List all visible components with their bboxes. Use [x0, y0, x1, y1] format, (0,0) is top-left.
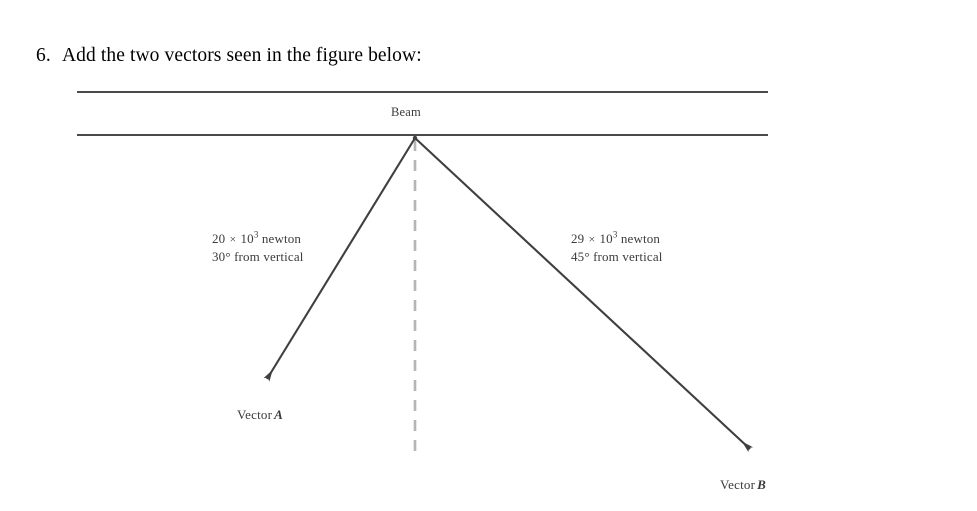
degree-sign-icon: ° — [584, 249, 590, 265]
vector-a-magnitude-value: 20 — [212, 231, 226, 246]
vector-origin-point — [412, 135, 418, 141]
vector-a-magnitude-line: 20 × 103 newton — [212, 229, 302, 246]
vector-b-angle-value: 45 — [571, 249, 585, 265]
vector-a-caption-name: A — [274, 407, 284, 422]
vector-b-caption-name: B — [757, 477, 767, 492]
vector-a-angle-line: 30° from vertical — [212, 248, 304, 266]
degree-sign-icon: ° — [225, 249, 231, 265]
vector-b-line — [414, 137, 754, 453]
vector-a-magnitude-unit: newton — [261, 231, 302, 246]
vector-b-magnitude-unit: newton — [620, 231, 661, 246]
vector-a-caption-word: Vector — [237, 407, 273, 422]
vector-b-magnitude-line: 29 × 103 newton — [571, 229, 661, 246]
vector-a-angle-value: 30 — [212, 249, 226, 265]
multiplication-sign-icon: × — [585, 232, 599, 246]
vector-b-angle-reference: from vertical — [593, 249, 663, 265]
vector-b-angle-line: 45° from vertical — [571, 248, 663, 266]
vector-b-magnitude-label: 29 × 103 newton 45° from vertical — [571, 230, 663, 267]
vector-a-line — [263, 137, 416, 382]
vector-b-magnitude-value: 29 — [571, 231, 585, 246]
vector-b-caption-word: Vector — [720, 477, 756, 492]
vector-a-magnitude-label: 20 × 103 newton 30° from vertical — [212, 230, 304, 267]
question-text: Add the two vectors seen in the figure b… — [62, 45, 422, 66]
multiplication-sign-icon: × — [226, 232, 240, 246]
question-number: 6. — [36, 45, 51, 66]
beam-label: Beam — [391, 105, 421, 119]
vector-a-magnitude-exponent: 3 — [253, 229, 259, 240]
vector-b-magnitude-exponent: 3 — [612, 229, 618, 240]
vector-a-angle-reference: from vertical — [234, 249, 304, 265]
question-heading: 6. Add the two vectors seen in the figur… — [36, 44, 736, 68]
